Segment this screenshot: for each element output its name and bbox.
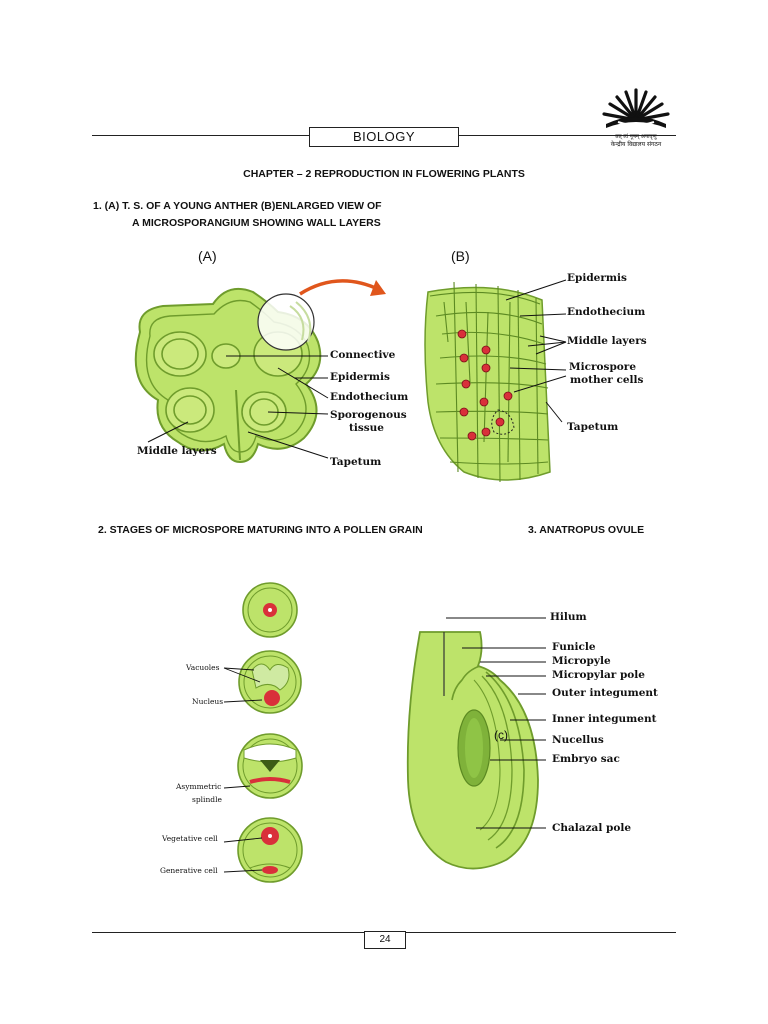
- section1-title-line1: 1. (A) T. S. OF A YOUNG ANTHER (B)ENLARG…: [93, 200, 382, 212]
- anther-label-endothecium: Endothecium: [330, 391, 409, 403]
- pollen-label-asymmetric: Asymmetric: [176, 782, 222, 791]
- sun-emblem-icon: [602, 88, 670, 128]
- pollen-label-spindle: splindle: [192, 795, 222, 804]
- section2-title: 2. STAGES OF MICROSPORE MATURING INTO A …: [98, 524, 423, 536]
- anther-label-middle-layers: Middle layers: [137, 445, 217, 457]
- ovule-label-hilum: Hilum: [550, 611, 587, 623]
- kvs-logo: तत् त्वं पूषन् अपावृणु केन्द्रीय विद्याल…: [598, 84, 674, 154]
- pollen-label-generative: Generative cell: [160, 866, 218, 875]
- pollen-stages-diagram: [223, 582, 303, 883]
- anther-label-connective: Connective: [330, 349, 396, 361]
- page-number: 24: [364, 931, 406, 949]
- section3-title: 3. ANATROPUS OVULE: [528, 524, 645, 536]
- chapter-title: CHAPTER – 2 REPRODUCTION IN FLOWERING PL…: [243, 168, 525, 180]
- ovule-label-micropyle: Micropyle: [552, 655, 611, 667]
- pollen-label-vacuoles: Vacuoles: [186, 663, 220, 672]
- figure-label-a: (A): [198, 248, 217, 264]
- micro-leader-lines: [505, 279, 567, 423]
- subject-box: BIOLOGY: [309, 127, 459, 147]
- ovule-label-nucellus: Nucellus: [552, 734, 604, 746]
- anther-label-epidermis: Epidermis: [330, 371, 390, 383]
- anatropous-ovule-diagram: [406, 617, 546, 870]
- micro-label-middle-layers: Middle layers: [567, 335, 647, 347]
- ovule-label-micropylar-pole: Micropylar pole: [552, 669, 645, 681]
- section1-title-line2: A MICROSPORANGIUM SHOWING WALL LAYERS: [132, 217, 381, 229]
- micro-label-mother-cells: mother cells: [570, 374, 644, 386]
- anther-label-sporogenous: Sporogenous: [330, 409, 407, 421]
- ovule-label-embryo-sac: Embryo sac: [552, 753, 620, 765]
- logo-org-name: केन्द्रीय विद्यालय संगठन: [610, 141, 662, 148]
- ovule-label-chalazal-pole: Chalazal pole: [552, 822, 632, 834]
- ovule-label-outer-integument: Outer integument: [552, 687, 658, 699]
- micro-label-epidermis: Epidermis: [567, 272, 627, 284]
- anther-label-tissue: tissue: [349, 422, 384, 434]
- ovule-label-funicle: Funicle: [552, 641, 596, 653]
- anther-diagram: [134, 279, 386, 464]
- pollen-label-nucleus: Nucleus: [192, 697, 224, 706]
- logo-motto: तत् त्वं पूषन् अपावृणु: [615, 134, 657, 140]
- ovule-marker-c: (c): [494, 728, 508, 742]
- ovule-label-inner-integument: Inner integument: [552, 713, 657, 725]
- microsporangium-diagram: [424, 281, 551, 483]
- pollen-label-vegetative: Vegetative cell: [162, 834, 218, 843]
- anther-label-tapetum: Tapetum: [330, 456, 382, 468]
- figure-label-b: (B): [451, 248, 470, 264]
- micro-label-tapetum: Tapetum: [567, 421, 619, 433]
- micro-label-microspore: Microspore: [569, 361, 637, 373]
- micro-label-endothecium: Endothecium: [567, 306, 646, 318]
